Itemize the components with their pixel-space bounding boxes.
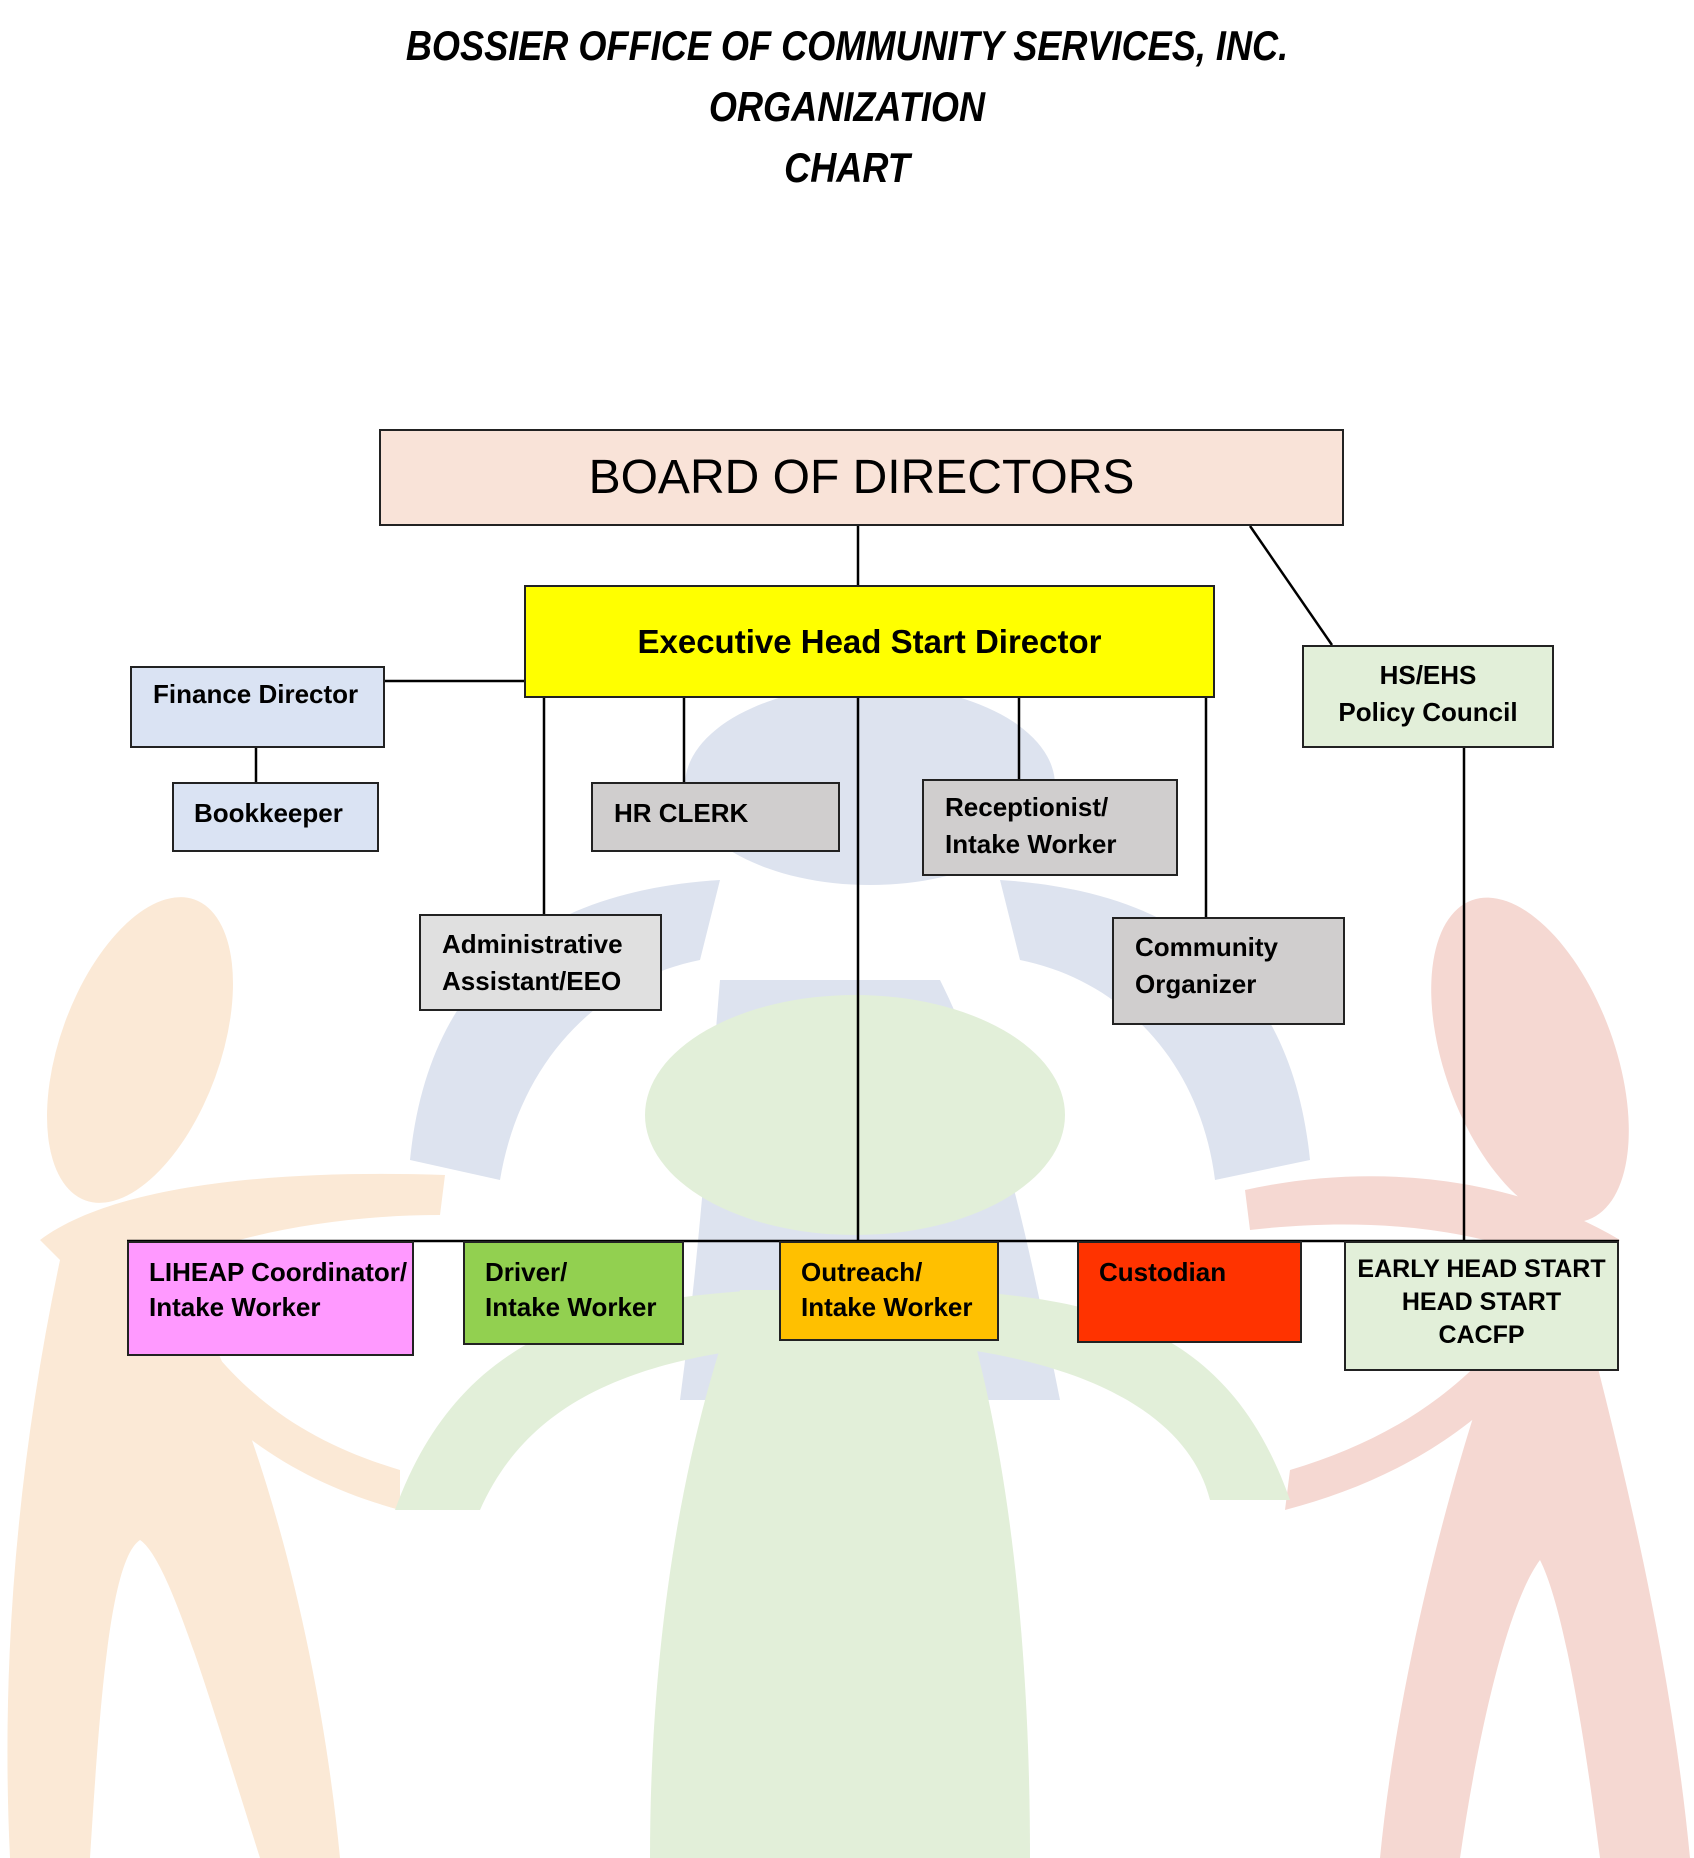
programs-label-1: EARLY HEAD START [1357, 1255, 1606, 1283]
executive-label: Executive Head Start Director [637, 623, 1102, 660]
bookkeeper-label: Bookkeeper [194, 798, 343, 828]
programs-box: EARLY HEAD START HEAD START CACFP [1344, 1241, 1619, 1371]
policy-label-1: HS/EHS [1379, 660, 1477, 690]
title-line-3: CHART [784, 144, 910, 191]
programs-label-3: CACFP [1438, 1321, 1525, 1349]
hr-clerk-label: HR CLERK [614, 798, 749, 828]
driver-label-1: Driver/ [485, 1257, 568, 1287]
community-label-2: Organizer [1135, 969, 1257, 999]
executive-director-box: Executive Head Start Director [524, 585, 1215, 698]
admin-label-1: Administrative [442, 929, 623, 959]
liheap-label-2: Intake Worker [149, 1292, 321, 1322]
policy-council-box: HS/EHS Policy Council [1302, 645, 1554, 748]
receptionist-label-2: Intake Worker [945, 829, 1117, 859]
custodian-label: Custodian [1099, 1257, 1227, 1287]
finance-director-box: Finance Director [130, 666, 385, 748]
driver-label-2: Intake Worker [485, 1292, 657, 1322]
green-figure [395, 995, 1290, 1858]
line-board-policy [1248, 525, 1334, 646]
title-line-1: BOSSIER OFFICE OF COMMUNITY SERVICES, IN… [405, 22, 1289, 69]
liheap-box: LIHEAP Coordinator/ Intake Worker [127, 1241, 414, 1356]
outreach-label-2: Intake Worker [801, 1292, 973, 1322]
orange-figure [7, 897, 445, 1858]
bookkeeper-box: Bookkeeper [172, 782, 379, 852]
title-line-2: ORGANIZATION [708, 83, 986, 130]
admin-assistant-box: Administrative Assistant/EEO [419, 914, 662, 1011]
policy-label-2: Policy Council [1338, 697, 1518, 727]
custodian-box: Custodian [1077, 1241, 1302, 1343]
hr-clerk-box: HR CLERK [591, 782, 840, 852]
receptionist-label-1: Receptionist/ [945, 792, 1109, 822]
outreach-box: Outreach/ Intake Worker [779, 1241, 999, 1341]
outreach-label-1: Outreach/ [801, 1257, 923, 1287]
receptionist-box: Receptionist/ Intake Worker [922, 779, 1178, 876]
admin-label-2: Assistant/EEO [442, 966, 622, 996]
finance-label: Finance Director [153, 679, 359, 709]
driver-box: Driver/ Intake Worker [463, 1241, 684, 1345]
liheap-label-1: LIHEAP Coordinator/ [149, 1257, 408, 1287]
community-organizer-box: Community Organizer [1112, 917, 1345, 1025]
board-label: BOARD OF DIRECTORS [588, 451, 1135, 504]
community-label-1: Community [1135, 932, 1278, 962]
board-of-directors-box: BOARD OF DIRECTORS [379, 429, 1344, 526]
programs-label-2: HEAD START [1401, 1288, 1562, 1316]
